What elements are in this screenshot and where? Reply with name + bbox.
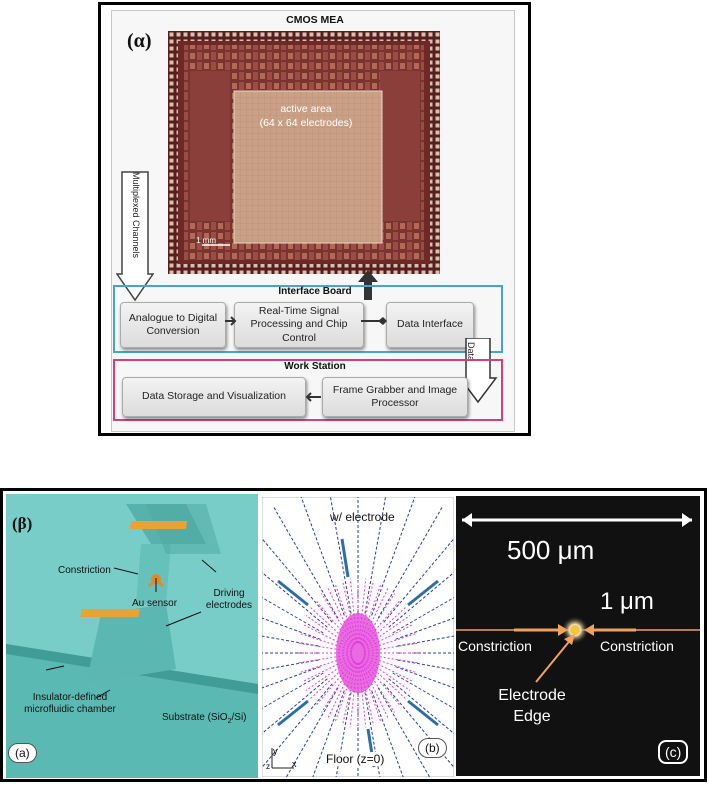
cmos-chip-image [168,31,440,274]
electrode-edge-line1: Electrode [498,687,566,704]
frame-grabber-box: Frame Grabber and Image Processor [322,377,468,417]
axis-y-label: y [273,746,278,756]
field-arrow [277,579,309,607]
field-line-inner [359,662,382,723]
au-sensor-label: Au sensor [132,598,178,609]
arrow-ad-to-rt [225,316,237,326]
electrode-edge-line2: Edge [513,707,551,725]
scale-500-label: 500 μm [507,535,595,565]
interface-board-frame [113,285,503,353]
driving-electrodes-label: Driving electrodes [205,588,253,611]
analogue-digital-box: Analogue to Digital Conversion [120,302,226,348]
field-line-outer [397,635,454,647]
field-line-inner [358,662,367,728]
field-line-outer [395,617,454,640]
work-station-title: Work Station [284,361,346,372]
field-line-outer [383,537,454,623]
field-line-outer [397,659,454,671]
field-line-outer [392,596,454,634]
panel-beta-label: (β) [12,514,33,533]
interface-board-title: Interface Board [278,286,352,297]
electrode-edge-label: Electrode Edge [492,686,572,728]
field-line-outer [262,659,319,671]
field-line-inner [359,662,375,726]
field-line-outer [371,690,404,777]
field-line-outer [285,687,339,777]
floor-label: Floor (z=0) [324,752,387,766]
arrow-rt-to-data [361,317,387,325]
field-line-outer [262,617,321,640]
field-line-outer [377,505,444,619]
axis-icon [271,748,294,769]
field-map [262,497,454,777]
field-line-inner [359,583,382,644]
field-line-outer [392,672,454,710]
signal-processing-box: Real-Time Signal Processing and Chip Con… [234,302,364,348]
data-storage-box: Data Storage and Visualization [122,377,306,417]
field-line-inner [327,587,356,645]
field-line-outer [383,683,454,769]
multiplexed-channels-arrow [116,171,154,302]
field-core [336,613,380,693]
active-area-label: active area (64 x 64 electrodes) [236,103,376,130]
field-line-outer [371,497,416,616]
sub-label-c: (c) [658,740,689,764]
constriction-left-label: Constriction [458,638,532,654]
substrate-label: Substrate (SiO2/Si) [162,712,247,725]
active-area-line2: (64 x 64 electrodes) [259,116,353,129]
field-line-outer [395,666,454,689]
scale-1-label: 1 μm [600,588,654,615]
field-arrow [407,579,439,607]
panel-alpha-label: (α) [127,30,152,52]
field-line-outer [272,505,339,619]
field-line-inner [349,662,358,728]
field-line-outer [262,666,321,689]
arrow-frame-to-storage [305,392,321,402]
active-area-line1: active area [280,103,332,115]
constriction-right-label: Constriction [600,638,674,654]
insulator-chamber-label: Insulator-defined microfluidic chamber [24,692,116,715]
field-line-outer [262,596,324,634]
field-arrow [340,538,350,578]
field-line-inner [349,578,358,644]
field-line-inner [341,580,357,644]
sub-label-b: (b) [418,738,447,758]
device-schematic [6,494,258,778]
data-interface-box: Data Interface [386,302,474,348]
field-line-outer [262,635,319,647]
field-line-outer [262,537,333,623]
axis-z-label: z [266,762,270,771]
micrograph-overlay [456,513,700,683]
field-line-inner [334,583,357,644]
work-station-frame [113,359,503,421]
field-arrow [407,699,439,727]
field-line-inner [341,662,357,726]
field-line-outer [377,687,431,777]
field-line-outer [262,683,333,769]
field-line-inner [360,661,389,719]
axis-x-label: x [292,759,297,769]
cmos-mea-title: CMOS MEA [286,14,344,26]
field-line-inner [334,662,357,723]
field-line-inner [360,587,389,645]
field-arrow [277,699,309,727]
field-line-inner [359,580,375,644]
sub-label-a: (a) [8,743,37,763]
field-line-outer [262,672,324,710]
field-line-inner [327,661,356,719]
field-map-title: w/ electrode [330,510,395,524]
constriction-label: Constriction [58,565,111,576]
scale-bar-label: 1 mm [196,236,216,245]
field-line-inner [358,578,367,644]
